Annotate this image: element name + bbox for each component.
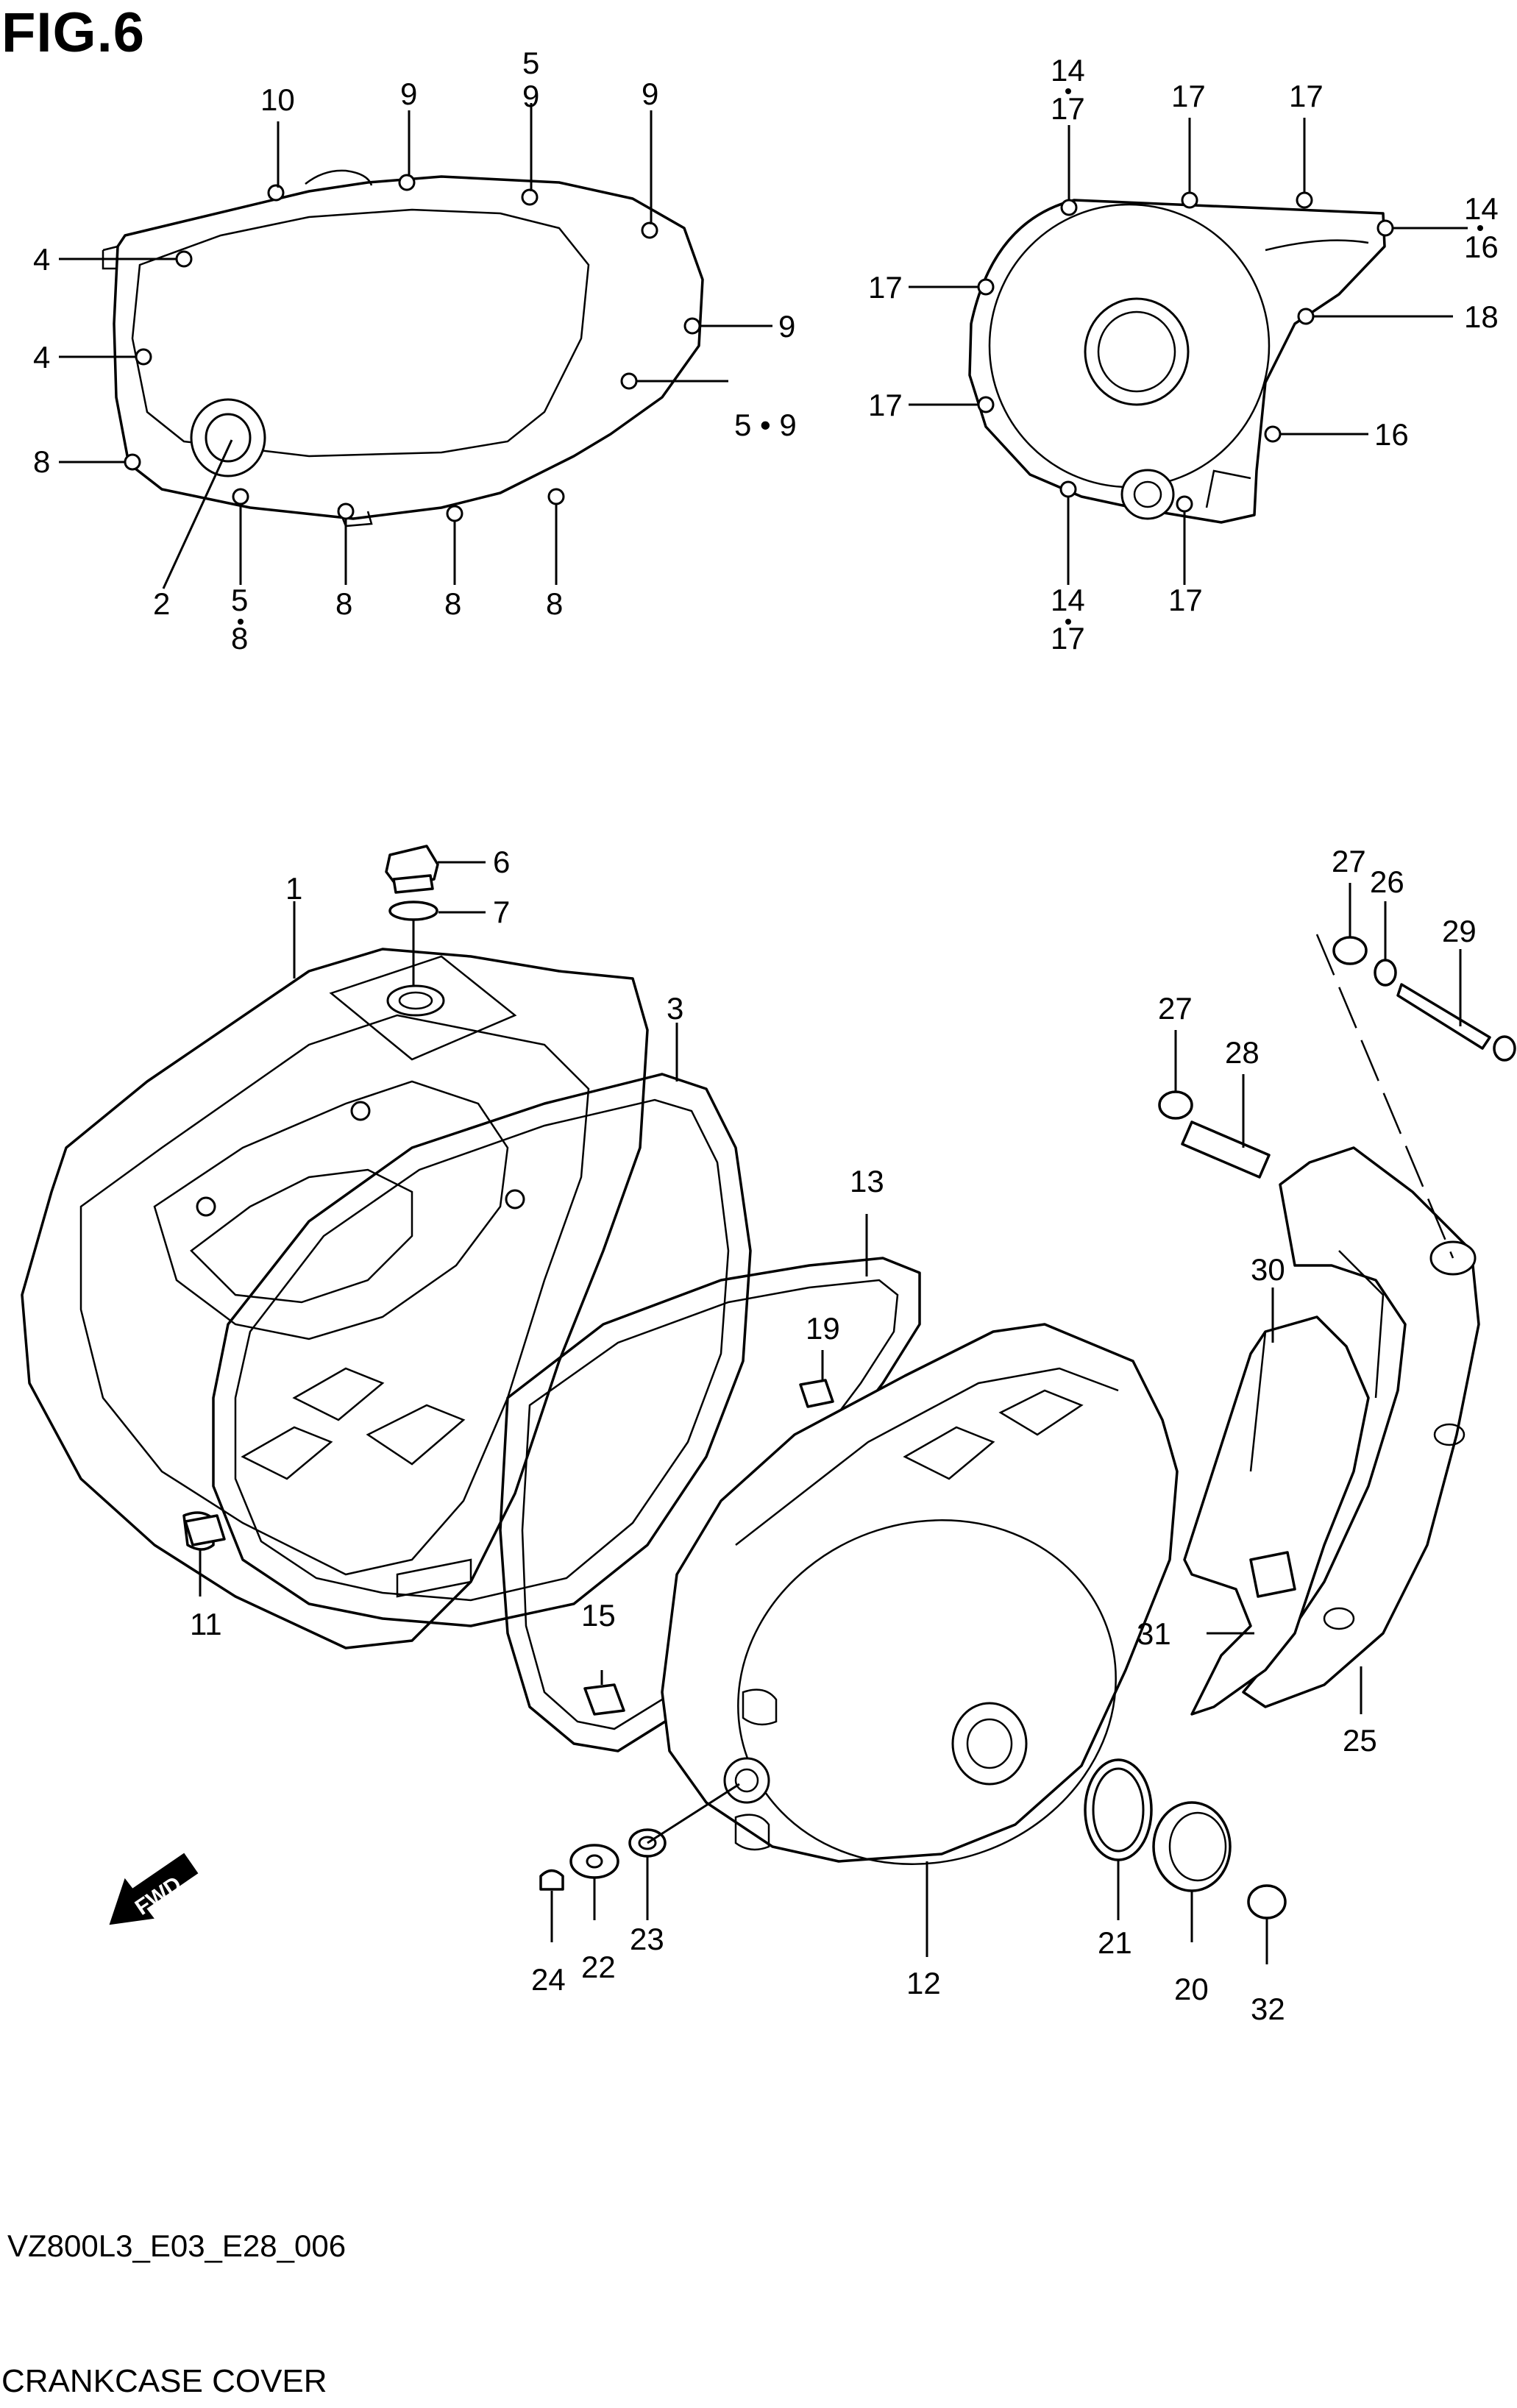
callout-16: 16 [1374,417,1409,452]
top-left-leader-lines [59,103,772,589]
callout-32: 32 [1251,1992,1285,2026]
callout-9: 9 [522,79,539,113]
callout-30: 30 [1251,1252,1285,1287]
part-20-cap [1152,1801,1232,1892]
callout-19: 19 [806,1311,840,1346]
callout-4: 4 [33,242,50,277]
diagram-name: CRANKCASE COVER [1,2363,327,2399]
callout-8: 8 [231,621,248,656]
figure-title: FIG.6 [1,1,146,64]
callout-31: 31 [1137,1616,1171,1651]
part-21-o-ring [1084,1758,1153,1861]
callout-2: 2 [153,586,170,621]
part-3-gasket [212,1073,752,1627]
callout-25: 25 [1343,1723,1377,1758]
callout-29: 29 [1442,914,1477,948]
part-31-damper [1249,1551,1296,1598]
callout-23: 23 [630,1922,664,1956]
part-26-washer [1374,959,1397,987]
callout-17: 17 [1289,79,1324,113]
part-6-oil-filler-cap [385,845,439,894]
callout-28: 28 [1225,1035,1260,1070]
callout-21: 21 [1098,1925,1132,1960]
separator-dot [1477,225,1483,231]
top-right-callout-labels: 14 17 17 17 14 16 17 18 17 16 14 17 17 [868,53,1499,656]
callout-7: 7 [493,895,510,929]
part-24-plug [539,1869,564,1891]
callout-15: 15 [581,1598,616,1633]
separator-dot [1065,619,1071,625]
callout-8: 8 [444,586,461,621]
callout-1: 1 [285,871,302,906]
part-7-o-ring [388,901,438,921]
fwd-arrow-icon: FWD [109,1853,199,1925]
callout-17: 17 [1051,91,1085,126]
part-25-outer-cover [1242,1146,1480,1708]
callout-14: 14 [1464,191,1499,226]
callout-14: 14 [1051,583,1085,617]
callout-12: 12 [906,1966,941,2000]
part-27-grommet [1158,936,1368,1120]
callout-22: 22 [581,1950,616,1984]
callout-5-9: 5 • 9 [734,408,797,442]
top-left-callout-labels: 10 9 5 9 9 4 4 9 5 • 9 8 2 5 8 8 8 8 [33,46,797,656]
main-callout-labels: 6 7 1 3 13 19 11 15 24 22 23 12 21 20 32… [190,844,1477,2026]
callout-16: 16 [1464,230,1499,264]
callout-27: 27 [1158,991,1193,1026]
part-22-plug-bolt [569,1844,619,1879]
main-leader-lines [199,861,1462,1964]
callout-11: 11 [190,1607,222,1641]
separator-dot [238,619,244,625]
callout-10: 10 [260,82,295,117]
callout-17: 17 [868,270,903,305]
part-15-dowel-pin [583,1683,625,1716]
callout-3: 3 [667,991,683,1026]
callout-17: 17 [1168,583,1203,617]
left-crankcase-cover-outline [102,169,704,528]
callout-8: 8 [546,586,563,621]
callout-6: 6 [493,845,510,879]
callout-9: 9 [400,77,417,111]
callout-20: 20 [1174,1972,1209,2006]
separator-dot [1065,88,1071,94]
part-1-crankcase-cover [21,948,649,1649]
callout-9: 9 [778,309,795,344]
right-crankcase-cover-outline [968,191,1394,524]
callout-26: 26 [1370,864,1404,899]
part-19-dowel-pin [799,1379,834,1408]
callout-18: 18 [1464,299,1499,334]
callout-17: 17 [868,388,903,422]
part-11-dowel-pin [184,1514,226,1546]
top-right-leader-lines [909,118,1468,585]
part-30-bracket [1183,1315,1370,1716]
callout-27: 27 [1332,844,1366,878]
callout-8: 8 [335,586,352,621]
callout-17: 17 [1171,79,1206,113]
callout-13: 13 [850,1164,884,1198]
part-32-plug [1247,1884,1287,1919]
model-code: VZ800L3_E03_E28_006 [7,2228,347,2263]
callout-5: 5 [231,583,248,617]
callout-9: 9 [642,77,658,111]
callout-24: 24 [531,1962,566,1997]
part-29-bolt [1396,983,1516,1062]
callout-5: 5 [522,46,539,80]
part-12-crankcase-cover [661,1323,1179,1865]
callout-8: 8 [33,444,50,479]
part-28-collar [1181,1120,1271,1179]
callout-14: 14 [1051,53,1085,88]
callout-17: 17 [1051,621,1085,656]
callout-4: 4 [33,340,50,374]
